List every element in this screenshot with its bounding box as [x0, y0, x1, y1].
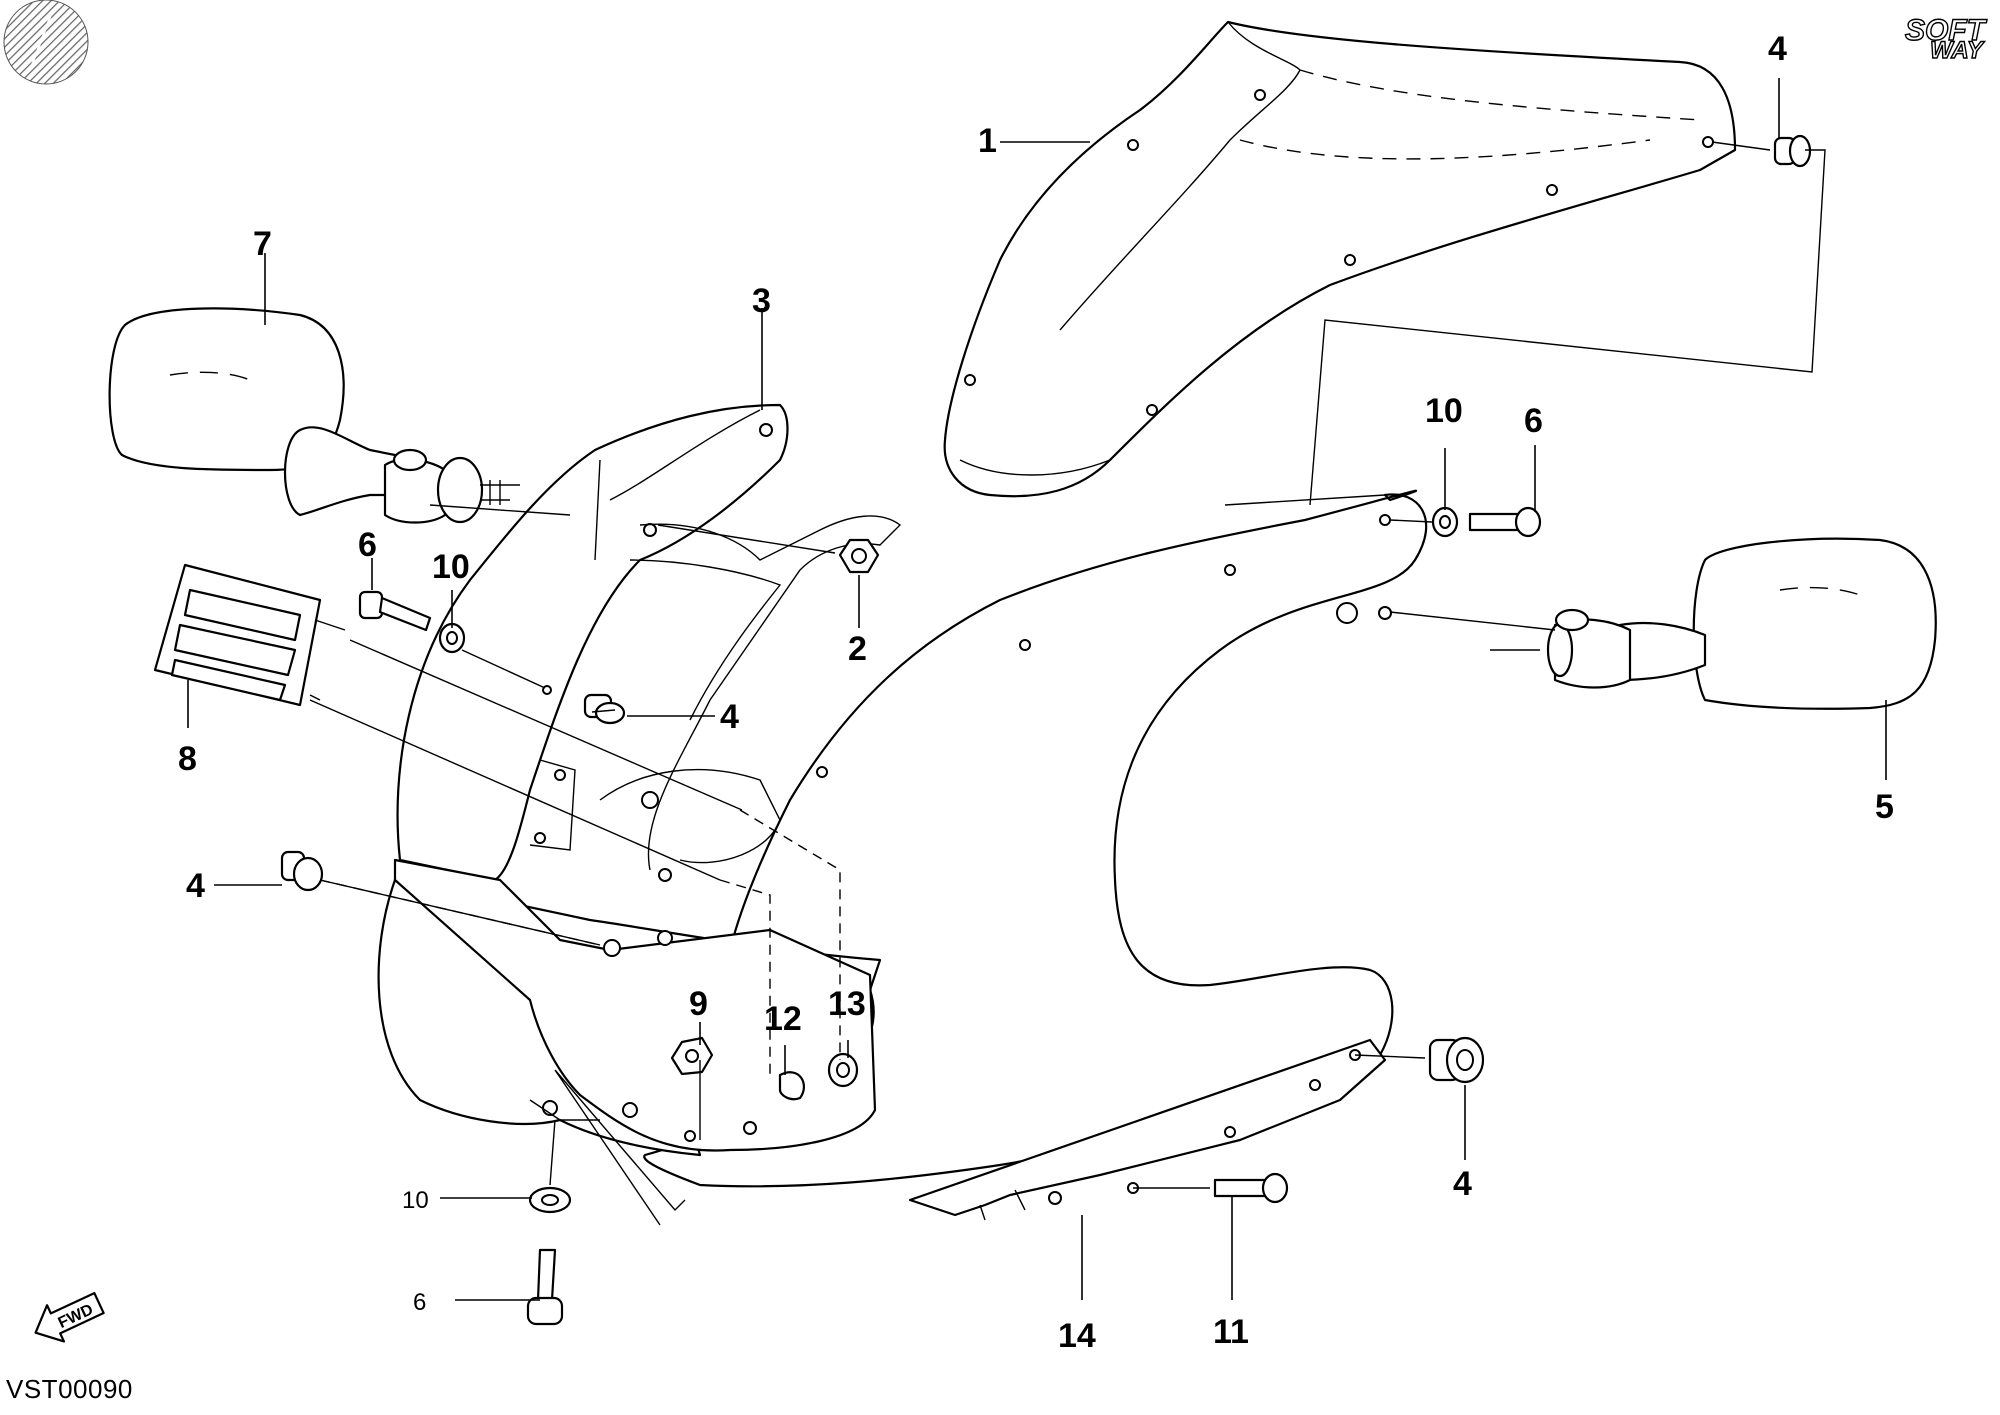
support-frame	[599, 515, 902, 882]
callout-13: 13	[828, 985, 866, 1023]
callout-6-bottom: 6	[413, 1289, 426, 1316]
fastener-grommet-4-bottom-right	[1428, 1036, 1485, 1084]
callout-11: 11	[1213, 1313, 1249, 1351]
callout-14: 14	[1058, 1317, 1096, 1355]
callout-2: 2	[848, 630, 867, 668]
reflector	[153, 563, 346, 707]
svg-text:WAY: WAY	[1930, 37, 1985, 64]
callout-10-right: 10	[1425, 392, 1463, 430]
fastener-bolt-6-left	[358, 590, 432, 632]
fastener-washer-10-left	[438, 622, 466, 654]
document-code: VST00090	[6, 1374, 133, 1404]
callout-9: 9	[689, 985, 708, 1023]
fastener-grommet-4-left	[280, 850, 324, 892]
callout-4-bottom-right: 4	[1453, 1165, 1472, 1203]
callout-1: 1	[978, 122, 997, 160]
upper-fairing	[643, 489, 1428, 1221]
callout-5: 5	[1875, 788, 1894, 826]
fastener-nut-9	[670, 1036, 714, 1076]
callout-10-bottom: 10	[402, 1187, 429, 1214]
callout-4-mid: 4	[720, 698, 739, 736]
fastener-grommet-4-mid	[583, 693, 626, 725]
assembly-lines	[309, 141, 1826, 1226]
callout-4-left: 4	[186, 867, 205, 905]
fastener-washer-10-right	[1431, 506, 1459, 538]
fastener-grommet-13	[827, 1052, 859, 1088]
fastener-bolt-6-right	[1468, 506, 1542, 538]
fastener-bolt-6-bottom	[526, 1248, 564, 1326]
inner-panel-left	[396, 403, 789, 882]
callout-12: 12	[764, 1000, 802, 1038]
callout-3: 3	[752, 282, 771, 320]
fastener-nut-2	[838, 538, 880, 574]
fastener-grommet-4-top	[1773, 134, 1812, 168]
lower-fairing	[377, 858, 882, 1157]
fwd-arrow-icon: FWD	[34, 1292, 105, 1343]
fastener-clip-12	[778, 1071, 805, 1101]
softway-logo: SOFT WAY	[1904, 13, 1988, 64]
callout-7: 7	[253, 225, 272, 263]
callout-8: 8	[178, 740, 197, 778]
callout-6-right: 6	[1524, 402, 1543, 440]
right-mirror	[1490, 537, 1937, 710]
fastener-washer-10-bottom	[528, 1186, 572, 1214]
callout-10-left: 10	[432, 548, 470, 586]
windscreen	[943, 20, 1737, 498]
leader-lines	[187, 78, 1887, 1301]
callout-labels: 1 2 3 4 4 4 4 5 6 6 6 7 8 9 10 10 10 11 …	[178, 30, 1894, 1355]
callout-6-left: 6	[358, 526, 377, 564]
corner-disc-icon	[3, 0, 89, 85]
fastener-bolt-11	[1213, 1172, 1289, 1204]
callout-4-top-right: 4	[1768, 30, 1787, 68]
left-mirror	[108, 307, 520, 524]
svg-text:SOFT: SOFT	[1905, 14, 1988, 47]
